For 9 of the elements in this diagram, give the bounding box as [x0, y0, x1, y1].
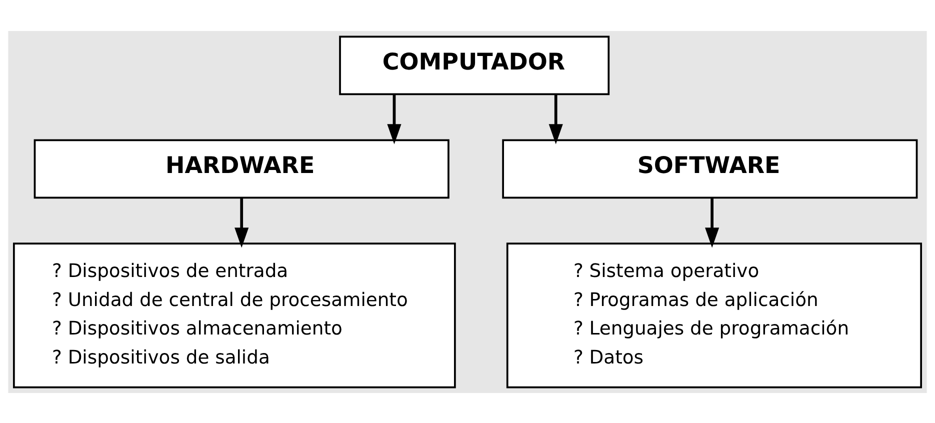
arrow — [548, 94, 563, 144]
node-box: HARDWARE — [34, 138, 450, 198]
arrow — [387, 94, 402, 144]
arrow — [234, 197, 249, 248]
node-box: SOFTWARE — [502, 138, 918, 198]
node-box: COMPUTADOR — [339, 35, 610, 95]
node-box: ? Sistema operativo ? Programas de aplicación ? Lenguajes de programación ? Datos — [506, 242, 922, 388]
arrow — [705, 197, 720, 248]
node-box: ? Dispositivos de entrada ? Unidad de central de procesamiento ? Dispositivos almacenamiento ? Dispositivos de salida — [13, 242, 456, 388]
